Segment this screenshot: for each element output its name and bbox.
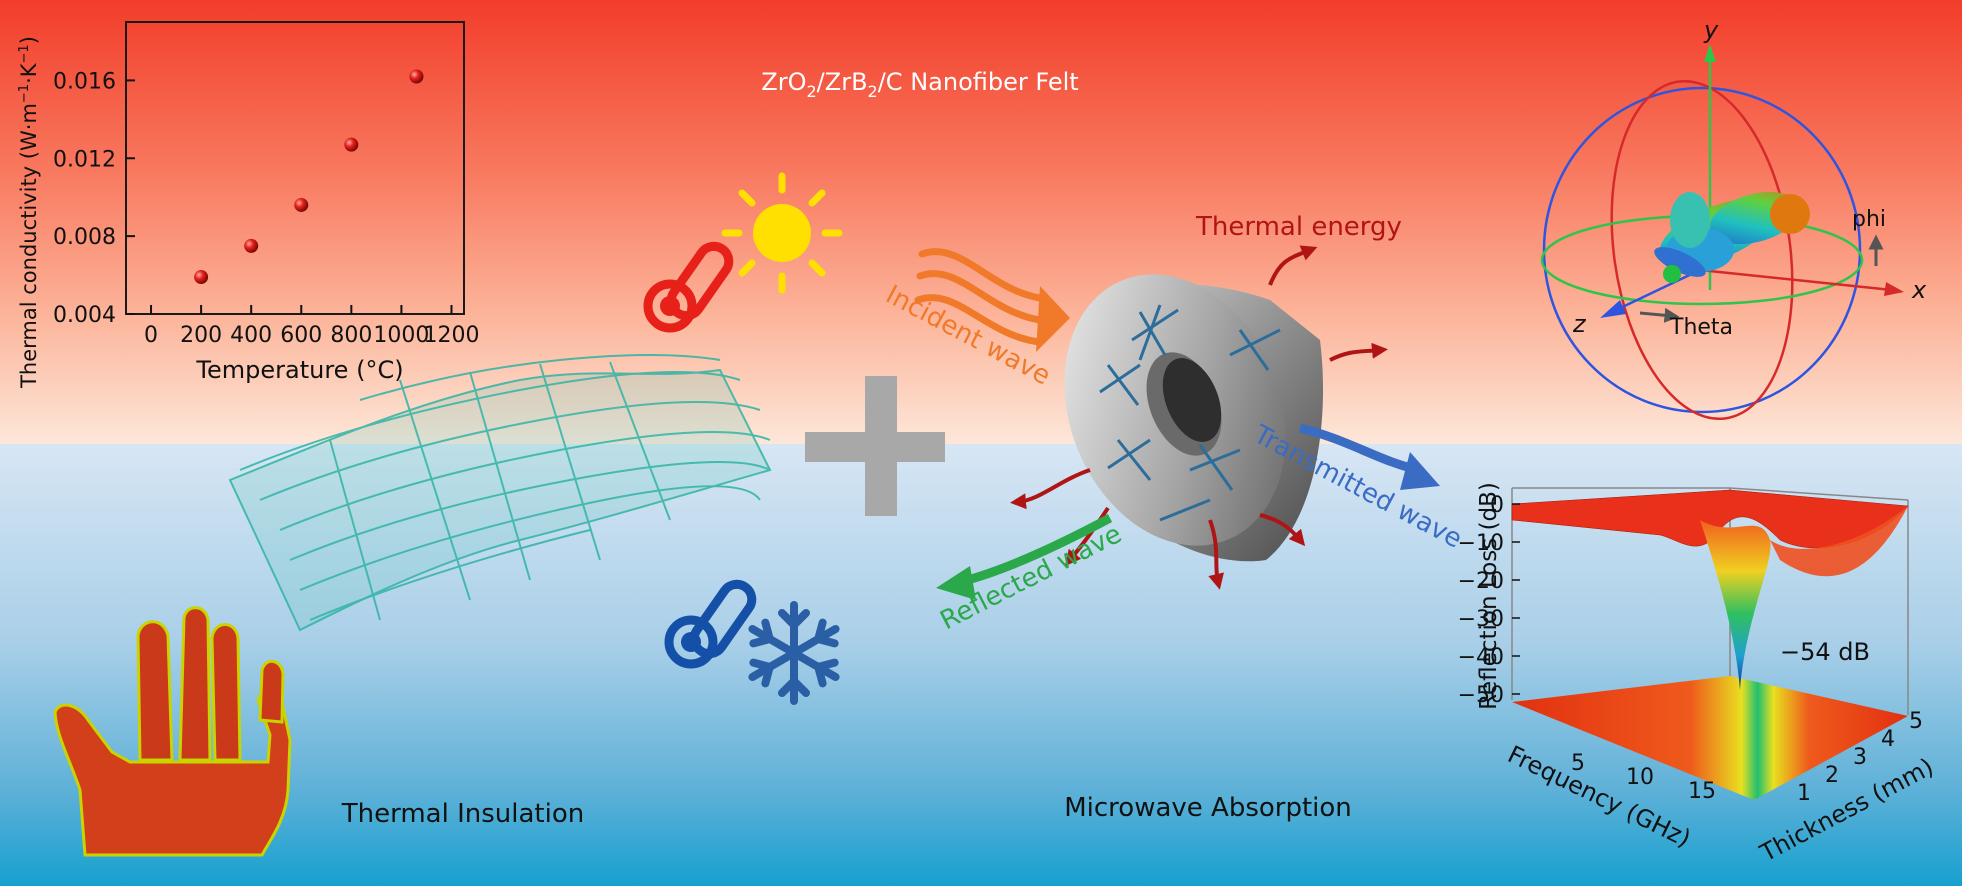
radiation-lobe <box>1654 191 1810 283</box>
x-tick-label: 1000 <box>373 323 429 348</box>
x-tick-label: 1200 <box>423 323 479 348</box>
z-tick-label: −40 <box>1458 645 1504 670</box>
plus-icon <box>805 376 945 516</box>
thickness-tick-label: 5 <box>1909 709 1923 734</box>
absorber-ring <box>1064 274 1324 562</box>
thickness-tick-label: 4 <box>1881 727 1895 752</box>
z-tick-label: −20 <box>1458 569 1504 594</box>
axis-y-label: y <box>1703 16 1719 44</box>
thermal-insulation-label: Thermal Insulation <box>341 799 584 829</box>
phi-label: phi <box>1852 207 1886 232</box>
x-axis-label: Temperature (°C) <box>195 356 403 384</box>
x-tick-label: 800 <box>330 323 372 348</box>
felt-title: ZrO2/ZrB2/C Nanofiber Felt <box>761 68 1078 101</box>
data-point <box>294 197 309 212</box>
thermal-energy-arrows <box>1010 245 1388 590</box>
reflected-wave-arrow <box>936 514 1113 600</box>
microwave-absorption-label: Microwave Absorption <box>1064 793 1352 823</box>
z-axis-label: Reflection Loss (dB) <box>1476 482 1502 710</box>
z-ticks: 0 −10 −20 −30 −40 −50 <box>1458 493 1520 708</box>
axis-x-label: x <box>1911 276 1927 304</box>
thickness-tick-label: 3 <box>1853 745 1867 770</box>
z-tick-label: −50 <box>1458 683 1504 708</box>
z-axis-line <box>1611 268 1701 314</box>
annotation-min-rl: −54 dB <box>1780 638 1870 666</box>
snowflake-icon <box>748 601 840 705</box>
thermometer-cold-icon <box>664 579 757 669</box>
thermal-region-background <box>0 0 1962 444</box>
thickness-tick-label: 2 <box>1825 763 1839 788</box>
thermal-energy-label: Thermal energy <box>1195 212 1402 242</box>
frequency-tick-label: 15 <box>1688 779 1716 804</box>
thickness-tick-label: 1 <box>1797 781 1811 806</box>
data-point <box>344 137 359 152</box>
data-point <box>244 238 259 253</box>
x-tick-label: 200 <box>180 323 222 348</box>
incident-wave-arrows <box>914 248 1070 352</box>
sun-icon <box>721 172 843 294</box>
theta-label: Theta <box>1669 315 1733 340</box>
chart-plot-frame <box>125 21 465 315</box>
surface-well <box>1700 520 1771 690</box>
surface-projection <box>1512 676 1908 800</box>
y-tick-label: 0.016 <box>53 69 116 94</box>
theta-direction-arrow <box>1639 307 1680 323</box>
z-tick-label: 0 <box>1490 493 1504 518</box>
hand-thermal-image <box>53 606 292 857</box>
data-point <box>409 69 424 84</box>
thermometer-hot-icon <box>643 241 734 333</box>
x-tick-label: 600 <box>280 323 322 348</box>
frequency-tick-label: 10 <box>1626 765 1654 790</box>
x-axis-line <box>1699 268 1893 292</box>
nanofiber-felt <box>228 354 772 632</box>
y-tick-label: 0.012 <box>53 147 116 172</box>
z-tick-label: −10 <box>1458 531 1504 556</box>
data-points <box>194 69 424 285</box>
frequency-tick-label: 5 <box>1571 751 1585 776</box>
y-tick-label: 0.004 <box>53 303 116 328</box>
y-ticks: 0.004 0.008 0.012 0.016 <box>53 69 135 328</box>
transmitted-wave-arrow <box>1298 423 1440 490</box>
x-tick-label: 400 <box>230 323 272 348</box>
z-tick-label: −30 <box>1458 607 1504 632</box>
y-axis-label: Thermal conductivity (W·m−1·K−1) <box>17 36 41 389</box>
y-tick-label: 0.008 <box>53 225 116 250</box>
data-point <box>194 270 209 285</box>
frequency-ticks: 5 10 15 <box>1571 751 1716 804</box>
x-tick-label: 0 <box>144 323 158 348</box>
axis-z-label: z <box>1572 310 1587 338</box>
radiation-pattern: y x z phi Theta <box>1540 16 1927 421</box>
